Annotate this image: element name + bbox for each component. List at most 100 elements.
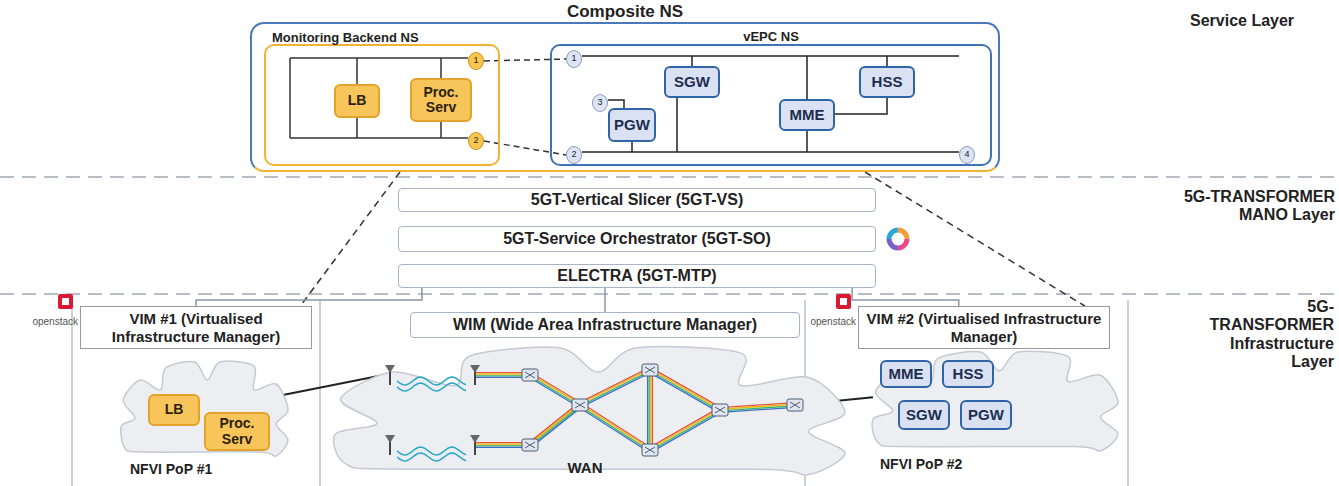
bus-line <box>440 58 442 78</box>
switch-symbol <box>522 439 538 451</box>
fiber-link <box>580 404 650 449</box>
onap-logo <box>889 230 907 248</box>
ns-container: 1234SGWPGWMMEHSSvEPC NS <box>550 44 992 166</box>
switch-symbol <box>645 447 655 453</box>
fiber-link <box>650 370 651 450</box>
connection-point: 2 <box>468 132 484 150</box>
node-heading: Monitoring Backend NS <box>272 30 419 45</box>
bus-line <box>356 58 358 84</box>
nfvi-cloud: MMEHSSSGWPGWNFVI PoP #2 <box>868 350 1118 455</box>
fiber-link <box>529 403 579 443</box>
openstack-icon <box>836 294 851 309</box>
vnf-box: HSS <box>942 360 994 388</box>
panel-line <box>320 300 321 486</box>
fiber-link <box>649 408 719 448</box>
ns-container: LBProc. Serv12Monitoring Backend NS <box>264 44 500 166</box>
layer-separator <box>0 293 1339 295</box>
node-label: SGW <box>674 74 710 91</box>
onap-logo <box>889 230 907 248</box>
node-drawing <box>552 46 994 168</box>
node-heading: Composite NS <box>252 2 998 22</box>
switch-symbol <box>642 364 658 376</box>
node-label: SGW <box>906 407 942 424</box>
bus-line <box>691 56 693 66</box>
vnf-box: Proc. Serv <box>204 412 270 451</box>
vnf-box: LB <box>334 84 380 118</box>
switch-symbol <box>715 407 725 413</box>
manager-box: VIM #1 (Virtualised Infrastructure Manag… <box>80 306 312 349</box>
switch-symbol <box>787 399 803 411</box>
bus-line <box>806 131 808 152</box>
openstack-logo-text: openstack <box>30 316 78 328</box>
bus-line <box>835 98 887 114</box>
switch-symbol <box>645 367 655 373</box>
antenna-symbol <box>470 435 480 443</box>
fiber-link <box>581 372 651 407</box>
node-label: Proc. Serv <box>412 85 470 116</box>
connection-point: 1 <box>566 50 582 68</box>
connector <box>604 288 606 312</box>
fiber-link <box>531 407 581 447</box>
node-label: HSS <box>953 366 984 383</box>
node-label: Proc. Serv <box>206 416 268 447</box>
bus-line <box>631 142 633 152</box>
fiber-link <box>647 370 648 450</box>
switch-symbol <box>715 407 725 413</box>
connector <box>484 141 566 155</box>
connector <box>196 288 422 306</box>
fiber-link <box>579 368 649 403</box>
fiber-link <box>580 371 650 406</box>
connection-point: 3 <box>592 94 608 112</box>
node-label: VIM #1 (Virtualised Infrastructure Manag… <box>85 310 307 345</box>
bus-line <box>289 58 291 138</box>
fiber-link <box>531 373 581 403</box>
node-heading: NFVI PoP #2 <box>880 456 962 472</box>
antenna-symbol <box>385 365 395 373</box>
switch-symbol <box>525 442 535 448</box>
node-label: LB <box>165 402 184 417</box>
layer-label: Service Layer <box>1190 12 1335 30</box>
fiber-link <box>650 411 720 451</box>
openstack-logo-text: openstack <box>808 316 856 328</box>
vnf-box: HSS <box>859 66 915 98</box>
fiber-link <box>579 407 649 452</box>
openstack-icon <box>58 294 73 309</box>
switch-symbol <box>525 372 535 378</box>
layer-label: 5G- TRANSFORMER Infrastructure Layer <box>1200 298 1334 372</box>
node-label: ELECTRA (5GT-MTP) <box>557 267 716 285</box>
fiber-link <box>581 403 651 448</box>
node-label: 3 <box>597 98 602 108</box>
connection-point: 2 <box>566 146 582 164</box>
node-heading: vEPC NS <box>552 29 990 44</box>
layer-label: Service Layer <box>1190 12 1335 30</box>
openstack-logo-text: openstack <box>30 316 78 328</box>
bus-line <box>440 122 442 138</box>
bus-line <box>806 56 808 99</box>
mano-block: 5GT-Vertical Slicer (5GT-VS) <box>398 188 876 212</box>
wan-cloud: WAN <box>325 345 845 480</box>
switch-symbol <box>525 372 535 378</box>
bus-line <box>886 56 888 66</box>
openstack-icon <box>836 294 851 309</box>
layer-label: 5G- TRANSFORMER Infrastructure Layer <box>1200 298 1334 372</box>
manager-box: VIM #2 (Virtualised Infrastructure Manag… <box>858 306 1110 349</box>
openstack-icon <box>58 294 73 309</box>
node-label: HSS <box>872 74 903 91</box>
vnf-box: MME <box>880 360 932 388</box>
node-label: VIM #2 (Virtualised Infrastructure Manag… <box>863 310 1105 345</box>
switch-symbol <box>642 444 658 456</box>
cloud-shape <box>872 351 1118 451</box>
connection-point: 4 <box>959 146 975 164</box>
panel-line <box>72 300 73 486</box>
switch-symbol <box>790 402 800 408</box>
bus-line <box>676 98 678 152</box>
switch-symbol <box>525 442 535 448</box>
onap-logo <box>889 230 907 248</box>
connector <box>300 172 400 306</box>
node-label: 1 <box>571 54 576 64</box>
node-label: 4 <box>964 150 969 160</box>
node-label: MME <box>790 107 825 124</box>
panel-line <box>1128 300 1129 486</box>
openstack-icon <box>62 298 69 305</box>
